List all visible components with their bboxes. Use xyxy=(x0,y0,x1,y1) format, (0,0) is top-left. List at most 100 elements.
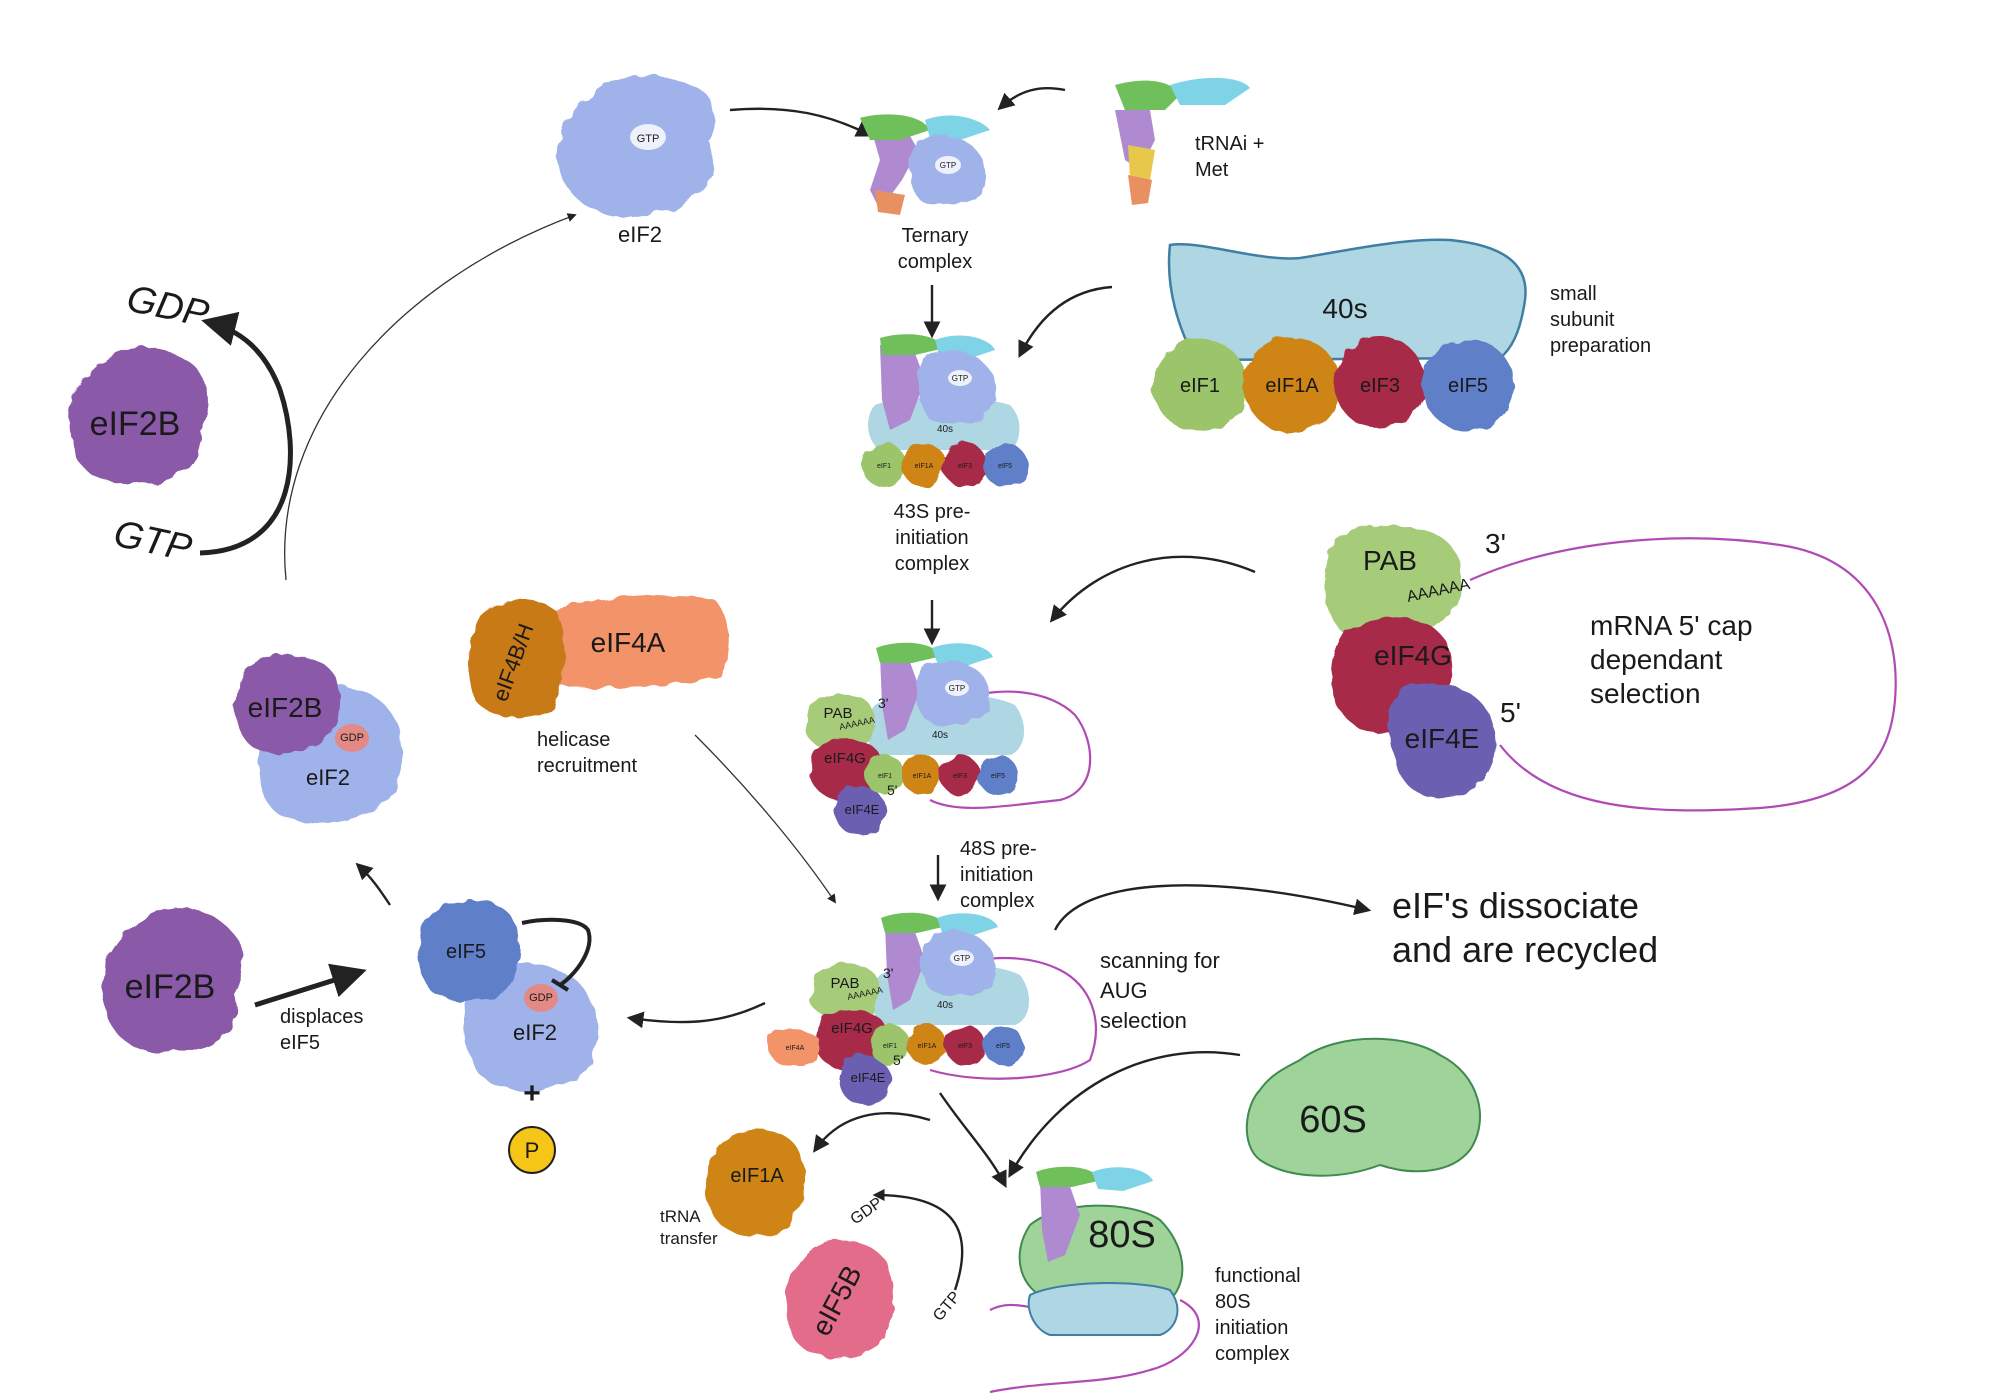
functional-label-4: complex xyxy=(1215,1343,1289,1365)
arrow-mrna-to-48s xyxy=(1049,555,1256,623)
five-prime-label: 5' xyxy=(1500,697,1521,728)
48s-eif3: eIF3 xyxy=(953,773,967,780)
mrna-sel-label-2: dependant xyxy=(1590,644,1723,675)
eif2b-eif2-complex: GDP eIF2B eIF2 xyxy=(235,654,403,824)
mrna-loop xyxy=(1469,537,1897,812)
eif2b-bottom-label: eIF2B xyxy=(125,968,216,1006)
48s-eif4g: eIF4G xyxy=(824,750,866,767)
48s-eif1: eIF1 xyxy=(878,773,892,780)
scanning-label-3: selection xyxy=(1100,1008,1187,1033)
scan-eif4g: eIF4G xyxy=(831,1020,873,1037)
43s-eif5: eIF5 xyxy=(998,463,1012,470)
scan-pab: PAB xyxy=(831,975,860,992)
arrow-eif2b-displaces xyxy=(254,963,367,1008)
eif5-bottom-label: eIF5 xyxy=(446,941,486,963)
three-prime-label: 3' xyxy=(1485,528,1506,559)
43s-label-2: initiation xyxy=(895,527,968,549)
48s-three: 3' xyxy=(878,695,888,711)
48s-40s: 40s xyxy=(932,730,948,741)
ssu-eif1a: eIF1A xyxy=(1265,375,1319,397)
gdp-small: GDP xyxy=(340,732,364,744)
helicase-label-1: helicase xyxy=(537,729,610,751)
scan-gtp: GTP xyxy=(954,954,970,963)
arrow-eif2-to-ternary xyxy=(729,107,874,137)
arrow-trna-to-ternary xyxy=(997,86,1066,111)
complex-48s: GTP 40s eIF1 eIF1A eIF3 eIF5 PAB eIF4G e… xyxy=(805,642,1092,912)
48s-label-3: complex xyxy=(960,890,1034,912)
eif4a-complex: eIF4B/H eIF4A helicase recruitment xyxy=(468,594,729,777)
gdp-bottom: GDP xyxy=(529,992,553,1004)
eif2-mid-label: eIF2 xyxy=(306,765,350,790)
trna-label-1: tRNAi + xyxy=(1195,133,1264,155)
scan-eif3: eIF3 xyxy=(958,1043,972,1050)
ternary-complex: GTP Ternary complex xyxy=(860,114,990,273)
arrow-60s-to-80s xyxy=(1008,1051,1241,1178)
eif4g-label: eIF4G xyxy=(1374,640,1452,671)
mrna-sel-label-1: mRNA 5' cap xyxy=(1590,610,1753,641)
complex-80s: 80S functional 80S initiation complex xyxy=(989,1166,1301,1394)
scan-eif4a: eIF4A xyxy=(786,1045,805,1052)
small-subunit: 40s eIF1 eIF1A eIF3 eIF5 small subunit p… xyxy=(1152,238,1651,433)
gtp-big-label: GTP xyxy=(110,513,196,570)
complex-43s: GTP 40s eIF1 eIF1A eIF3 eIF5 43S pre- in… xyxy=(862,334,1027,575)
scan-three: 3' xyxy=(883,965,893,981)
ternary-label-1: Ternary xyxy=(902,225,969,247)
eif2-label: eIF2 xyxy=(618,222,662,247)
eif4e-label: eIF4E xyxy=(1405,723,1480,754)
mrna-cap-complex: PAB 3' AAAAAA eIF4G eIF4E 5' mRNA 5' cap… xyxy=(1324,525,1897,812)
ssu-60s: 60S xyxy=(1245,1037,1481,1177)
arrow-to-eif1a xyxy=(813,1112,931,1153)
helicase-label-2: recruitment xyxy=(537,755,637,777)
inhibition-bracket xyxy=(521,917,592,987)
eif2b-top: eIF2B xyxy=(67,347,209,484)
arrow-ssu-to-43s xyxy=(1018,285,1113,359)
dissociate-label-1: eIF's dissociate xyxy=(1392,885,1639,926)
43s-gtp: GTP xyxy=(952,374,968,383)
ternary-label-2: complex xyxy=(898,251,972,273)
eif2b-top-label: eIF2B xyxy=(90,405,181,443)
trna-transfer-label-2: transfer xyxy=(660,1229,718,1248)
plus-sign: + xyxy=(523,1077,541,1110)
scan-five: 5' xyxy=(893,1052,903,1068)
eif1a-bottom-label: eIF1A xyxy=(730,1165,784,1187)
43s-eif3: eIF3 xyxy=(958,463,972,470)
eif5b: eIF5B xyxy=(786,1239,894,1358)
48s-eif4e: eIF4E xyxy=(845,802,880,817)
arrow-gtp-gdp-eif5b xyxy=(872,1189,964,1291)
scan-40s: 40s xyxy=(937,1000,953,1011)
gdp-5b-label: GDP xyxy=(848,1194,886,1228)
phosphate-circle xyxy=(508,1126,556,1174)
arrow-gtp-to-gdp xyxy=(199,311,293,556)
dissociate-label-2: and are recycled xyxy=(1392,929,1658,970)
ssu-eif3: eIF3 xyxy=(1360,375,1400,397)
arrow-scanning-to-80s xyxy=(939,1092,1007,1189)
43s-eif1: eIF1 xyxy=(877,463,891,470)
scan-eif4e: eIF4E xyxy=(851,1070,886,1085)
gtp-5b-label: GTP xyxy=(930,1288,964,1324)
gdp-big-label: GDP xyxy=(123,278,213,336)
eif2-bottom-label: eIF2 xyxy=(513,1020,557,1045)
scanning-label-2: AUG xyxy=(1100,978,1148,1003)
scan-eif1: eIF1 xyxy=(883,1043,897,1050)
scan-eif5: eIF5 xyxy=(996,1043,1010,1050)
mrna-sel-label-3: selection xyxy=(1590,678,1701,709)
ssu-60s-label: 60S xyxy=(1299,1099,1367,1141)
functional-label-3: initiation xyxy=(1215,1317,1288,1339)
43s-eif1a: eIF1A xyxy=(915,463,934,470)
arrow-helicase-to-scanning xyxy=(694,734,837,904)
trna-label-2: Met xyxy=(1195,159,1229,181)
eif2b-bottom: eIF2B xyxy=(101,908,244,1052)
small-subunit-label-1: small xyxy=(1550,283,1597,305)
small-subunit-label-3: preparation xyxy=(1550,335,1651,357)
trna-met: tRNAi + Met xyxy=(1115,77,1264,205)
43s-label-3: complex xyxy=(895,553,969,575)
arrow-scanning-to-dissociate xyxy=(1053,884,1372,931)
48s-eif1a: eIF1A xyxy=(913,773,932,780)
arrow-scanning-to-eif2 xyxy=(626,1001,766,1029)
pab-label: PAB xyxy=(1363,545,1417,576)
48s-label-1: 48S pre- xyxy=(960,838,1037,860)
eif4a-label: eIF4A xyxy=(591,627,666,658)
ssu-eif5: eIF5 xyxy=(1448,375,1488,397)
eif5-eif2-complex: GDP eIF5 eIF2 + P xyxy=(418,900,598,1174)
